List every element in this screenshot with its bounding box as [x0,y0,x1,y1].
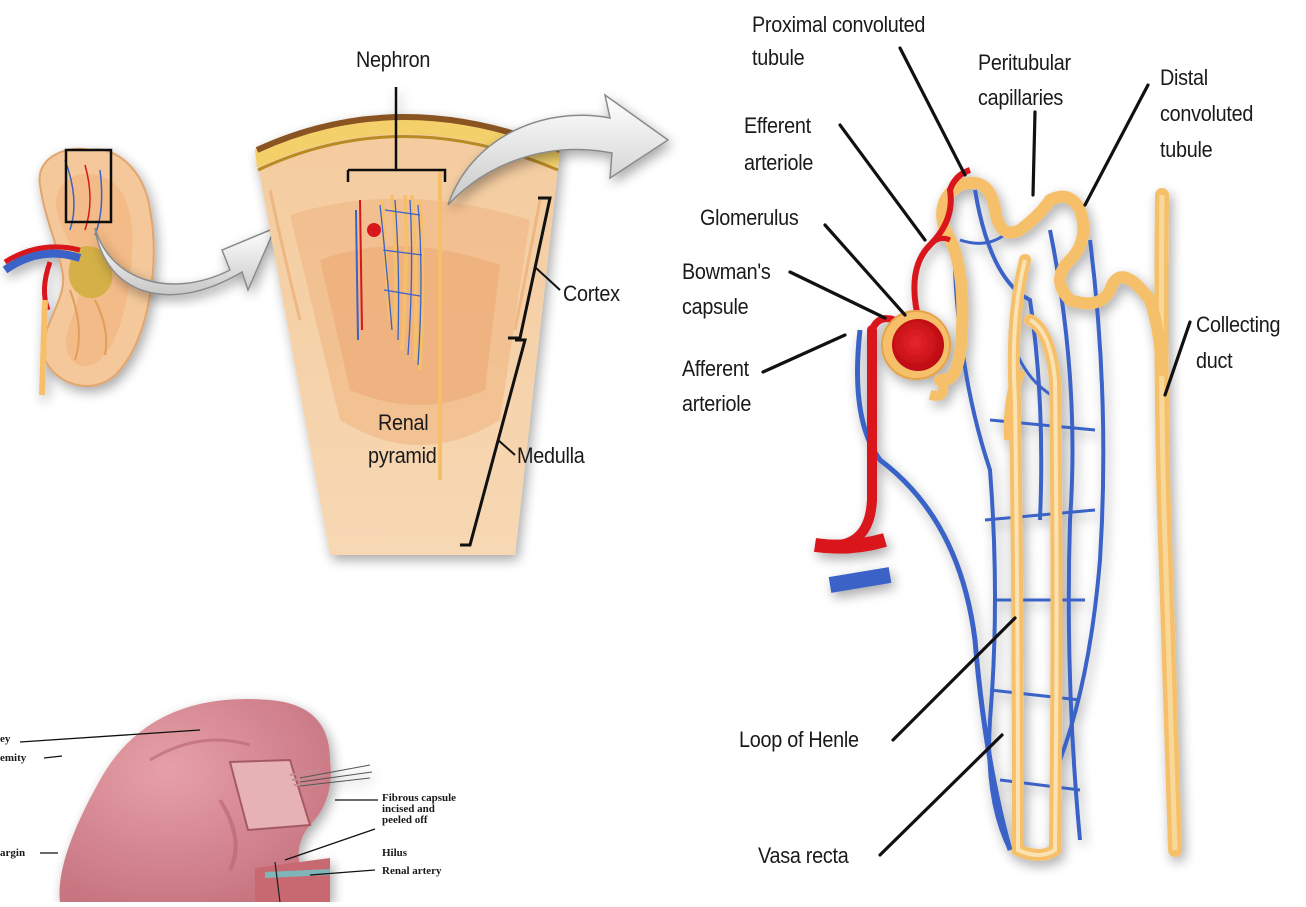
label-renal-artery: Renal artery [382,866,442,877]
label-partial-1: ey [0,734,10,745]
label-partial-2: emity [0,753,26,764]
label-collecting-1: Collecting [1196,312,1280,337]
label-glomerulus: Glomerulus [700,205,799,230]
label-medulla: Medulla [517,443,584,468]
label-cortex: Cortex [563,281,620,306]
label-distal-2: convoluted [1160,101,1253,126]
label-collecting-2: duct [1196,348,1232,373]
label-vasa-recta: Vasa recta [758,843,848,868]
label-afferent-1: Afferent [682,356,749,381]
label-efferent-2: arteriole [744,150,813,175]
small-kidney-section [5,149,154,395]
label-renal-pyramid-1: Renal [378,410,428,435]
label-distal-1: Distal [1160,65,1208,90]
label-renal-pyramid-2: pyramid [368,443,437,468]
label-efferent-1: Efferent [744,113,811,138]
label-peritubular-2: capillaries [978,85,1063,110]
label-afferent-2: arteriole [682,391,751,416]
label-peritubular-1: Peritubular [978,50,1071,75]
label-fibrous-3: peeled off [382,815,428,826]
external-kidney [60,699,373,902]
label-partial-3: argin [0,848,25,859]
label-loop-of-henle: Loop of Henle [739,727,859,752]
label-hilus: Hilus [382,848,407,859]
label-proximal-2: tubule [752,45,804,70]
label-distal-3: tubule [1160,137,1212,162]
label-proximal-1: Proximal convoluted [752,12,925,37]
label-nephron: Nephron [356,47,430,72]
label-bowmans-1: Bowman's [682,259,771,284]
label-bowmans-2: capsule [682,294,748,319]
